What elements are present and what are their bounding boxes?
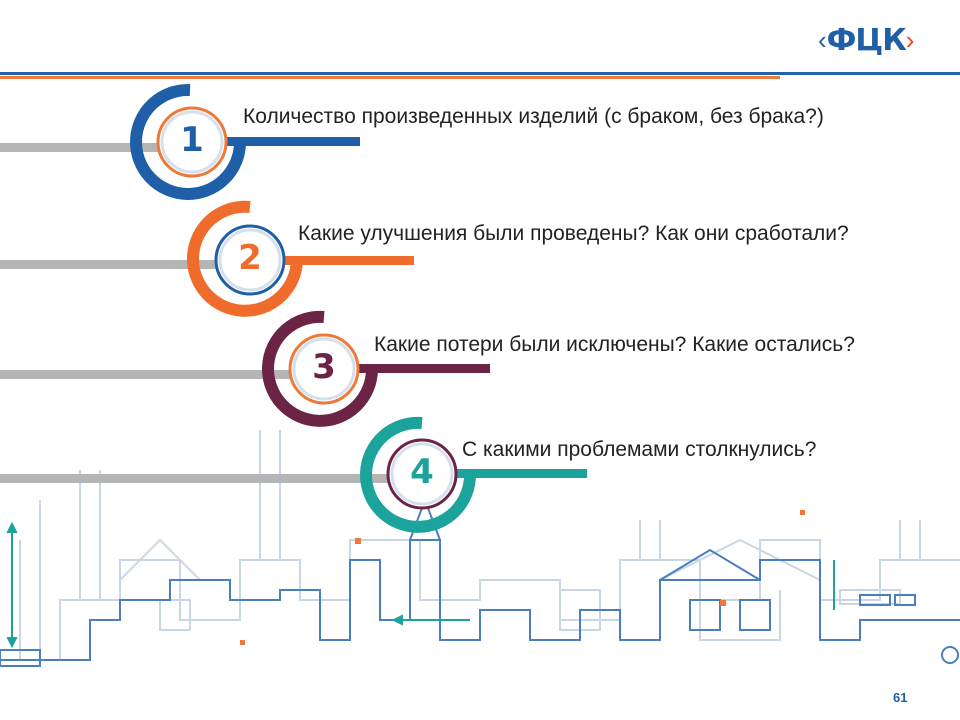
ring-3 [262, 310, 378, 427]
question-1-text: Количество произведенных изделий (с брак… [243, 105, 824, 128]
question-2-text: Какие улучшения были проведены? Как они … [298, 222, 849, 245]
header-divider-orange [0, 76, 780, 79]
header-divider-blue [0, 72, 960, 75]
connector-bars [0, 137, 587, 483]
item-number-3: 3 [312, 347, 336, 387]
page-number: 61 [893, 690, 908, 705]
skyline-orange-accents [240, 510, 805, 645]
question-4-text: С какими проблемами столкнулись? [462, 438, 817, 461]
logo-right-chevron-icon: › [905, 24, 915, 55]
company-logo: ‹ ФЦК › [818, 22, 914, 58]
logo-text: ФЦК [826, 22, 907, 58]
ring-2 [187, 200, 303, 317]
item-number-2: 2 [238, 238, 262, 278]
ring-1 [130, 83, 246, 200]
question-3-text: Какие потери были исключены? Какие остал… [374, 333, 855, 356]
item-number-1: 1 [180, 120, 204, 160]
skyline-teal-arrows [6, 521, 835, 649]
ring-4 [360, 416, 477, 533]
logo-left-chevron-icon: ‹ [818, 24, 827, 55]
item-number-4: 4 [410, 452, 434, 492]
